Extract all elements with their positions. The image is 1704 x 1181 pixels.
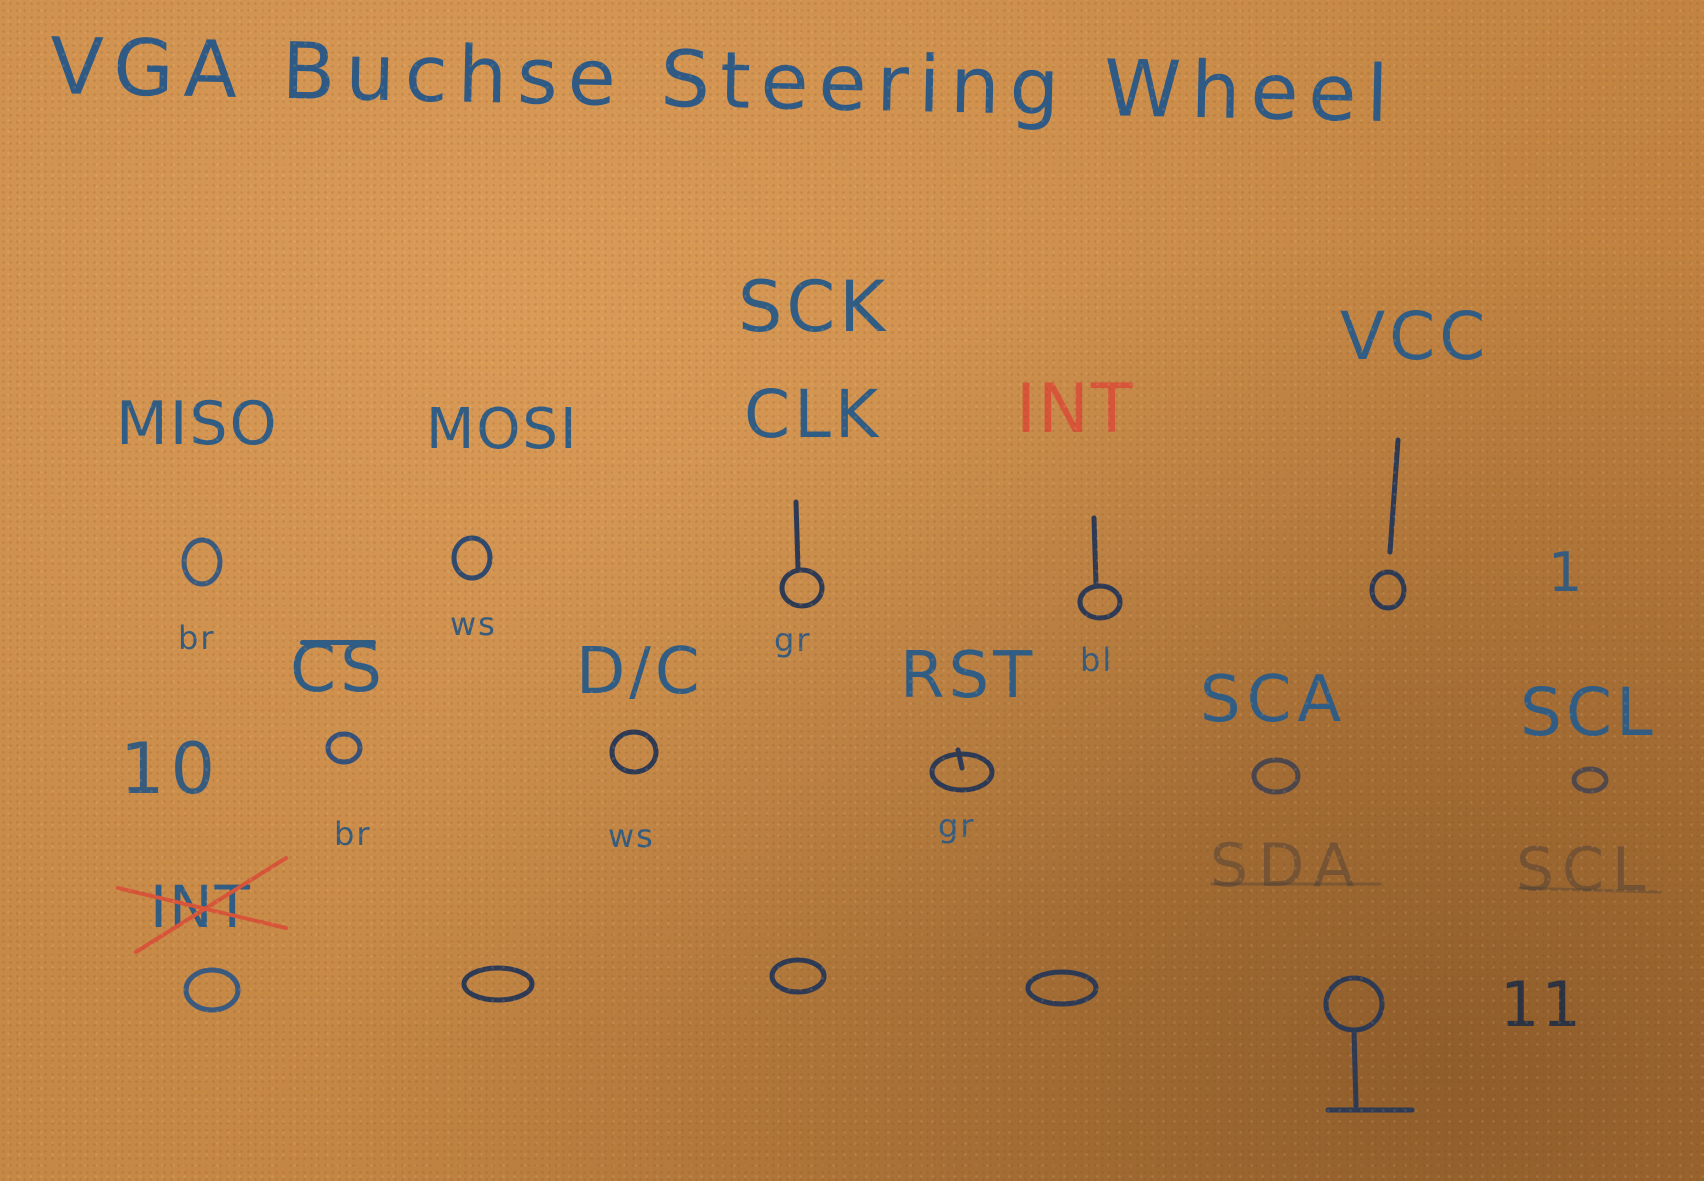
strike-line [116, 886, 288, 930]
label-sca: SCA [1200, 663, 1348, 737]
label-vcc: VCC [1340, 298, 1490, 375]
pin-hole [1323, 975, 1385, 1033]
label-sck: SCK [738, 266, 890, 348]
pin-hole [1571, 766, 1609, 794]
pin-hole [451, 535, 493, 581]
label-miso: MISO [116, 389, 279, 459]
wire-color-code: gr [774, 621, 812, 659]
pin-stem [955, 747, 965, 771]
pin-stem [1091, 515, 1099, 587]
wire-color-code: br [334, 815, 372, 853]
pin-hole [1025, 969, 1099, 1007]
label-rst: RST [900, 639, 1037, 713]
pin-hole [183, 967, 241, 1013]
pin-hole [461, 965, 535, 1003]
pin-hole [1251, 757, 1301, 795]
pin-number-10: 10 [120, 728, 222, 810]
pin-hole [1369, 569, 1407, 611]
wire-color-code: gr [938, 807, 976, 845]
wire-color-code: ws [450, 605, 497, 643]
pin-hole [779, 567, 825, 609]
pin-hole [181, 537, 223, 587]
pin-hole [609, 729, 659, 775]
wire-color-code: br [178, 619, 216, 657]
label-dc: D/C [576, 635, 704, 709]
pin-hole [769, 957, 827, 995]
pin-hole [929, 751, 995, 793]
label-mosi: MOSI [426, 397, 579, 462]
pencil-label-scl: SCL [1516, 835, 1654, 905]
pencil-stroke [1518, 886, 1662, 894]
pin-stem [793, 499, 801, 571]
pencil-label-sda: SDA [1210, 831, 1365, 901]
label-clk: CLK [744, 376, 883, 453]
pin-number-1: 1 [1548, 541, 1583, 604]
cs-overline [300, 640, 376, 645]
pin-stem [1387, 437, 1401, 555]
label-scl: SCL [1520, 674, 1657, 751]
pin-hole [325, 731, 363, 765]
ground-stem [1351, 1027, 1359, 1109]
pin-number-11: 11 [1500, 968, 1583, 1041]
label-cs: CS [290, 630, 386, 707]
label-int: INT [1016, 370, 1135, 449]
strike-line [134, 856, 288, 954]
pin-hole [1077, 583, 1123, 621]
wire-color-code: bl [1080, 641, 1114, 679]
wire-color-code: ws [608, 817, 655, 855]
